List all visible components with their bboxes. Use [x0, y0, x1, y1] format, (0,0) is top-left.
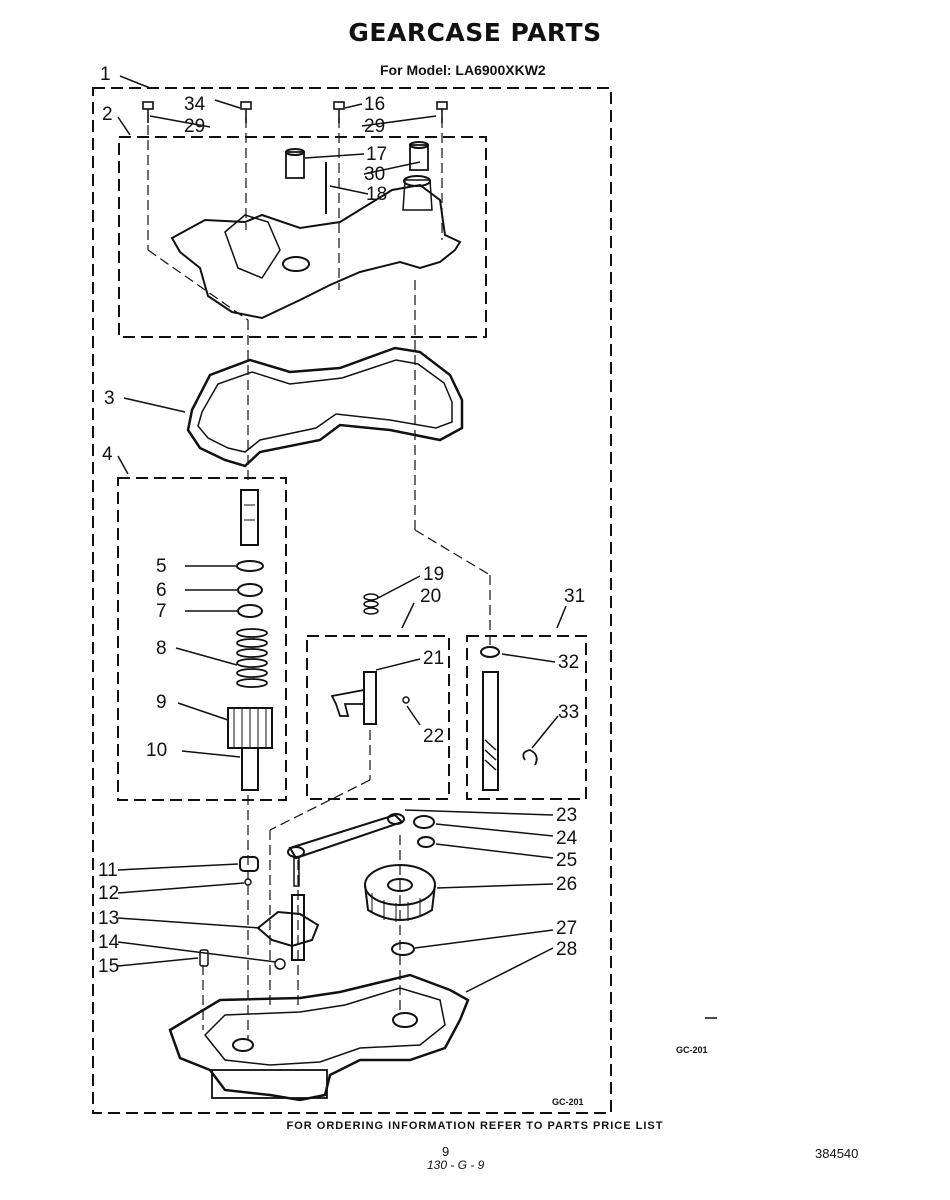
- gearcase-base: [168, 973, 470, 1102]
- pinion-shaft: [240, 489, 259, 546]
- callout-26: 26: [556, 874, 577, 895]
- callout-22: 22: [423, 726, 444, 747]
- washer-7: [237, 604, 263, 618]
- assembly-2-outline: [118, 136, 487, 338]
- assembly-1-outline: [92, 87, 612, 1114]
- callout-23: 23: [556, 805, 577, 826]
- callout-6: 6: [156, 580, 167, 601]
- washer-25: [417, 836, 435, 848]
- page-note: 130 - G - 9: [427, 1158, 485, 1172]
- drive-shaft-31: [482, 671, 499, 791]
- callout-8: 8: [156, 638, 167, 659]
- diagram-code-inner: GC-201: [552, 1097, 584, 1107]
- callout-19: 19: [423, 564, 444, 585]
- ordering-footer: FOR ORDERING INFORMATION REFER TO PARTS …: [286, 1120, 664, 1132]
- screw-icon: [142, 101, 448, 123]
- pinion-gear-9: [227, 707, 273, 749]
- washer-32: [480, 646, 500, 658]
- callout-30: 30: [364, 164, 385, 185]
- callout-9: 9: [156, 692, 167, 713]
- callout-11: 11: [98, 860, 118, 881]
- washer-6: [237, 583, 263, 597]
- callout-20: 20: [420, 586, 441, 607]
- spring-8: [236, 628, 268, 688]
- callout-15: 15: [98, 956, 119, 977]
- page-title: GEARCASE PARTS: [348, 18, 602, 47]
- callout-7: 7: [156, 601, 167, 622]
- washer-5: [236, 560, 264, 572]
- callout-29-left: 29: [184, 116, 205, 137]
- callout-18: 18: [366, 184, 387, 205]
- callout-17: 17: [366, 144, 387, 165]
- callout-3: 3: [104, 388, 115, 409]
- callout-28: 28: [556, 939, 577, 960]
- callout-32: 32: [558, 652, 579, 673]
- bushing-17: [285, 151, 305, 179]
- callout-21: 21: [423, 648, 444, 669]
- cam-13: [256, 910, 320, 948]
- callout-10: 10: [146, 740, 167, 761]
- model-subtitle: For Model: LA6900XKW2: [380, 62, 546, 78]
- assembly-31-outline: [466, 635, 587, 800]
- pin-15: [199, 949, 209, 967]
- callout-31: 31: [564, 586, 585, 607]
- spring-19: [363, 593, 379, 615]
- bushing-30: [409, 144, 429, 171]
- callout-29-right: 29: [364, 116, 385, 137]
- callout-33: 33: [558, 702, 579, 723]
- assembly-20-outline: [306, 635, 450, 800]
- washer-24: [413, 815, 435, 829]
- clip-33: [522, 749, 538, 766]
- assembly-4-outline: [117, 477, 287, 801]
- crank-23: [288, 813, 404, 860]
- callout-12: 12: [98, 883, 119, 904]
- gearcase-cover: [170, 183, 462, 320]
- callout-4: 4: [102, 444, 113, 465]
- callout-25: 25: [556, 850, 577, 871]
- bushing-11: [239, 856, 259, 872]
- page-number: 9: [442, 1144, 450, 1159]
- document-number: 384540: [815, 1146, 859, 1161]
- callout-34: 34: [184, 94, 206, 115]
- callout-24: 24: [556, 828, 578, 849]
- callout-2: 2: [102, 104, 113, 125]
- diagram-code-side: GC-201: [676, 1045, 708, 1055]
- shifter-21: [363, 671, 377, 725]
- callout-1: 1: [100, 64, 111, 85]
- gasket: [186, 346, 464, 468]
- callout-5: 5: [156, 556, 167, 577]
- callout-13: 13: [98, 908, 119, 929]
- callout-14: 14: [98, 932, 120, 953]
- callout-16: 16: [364, 94, 385, 115]
- callout-27: 27: [556, 918, 577, 939]
- washer-27: [391, 942, 415, 956]
